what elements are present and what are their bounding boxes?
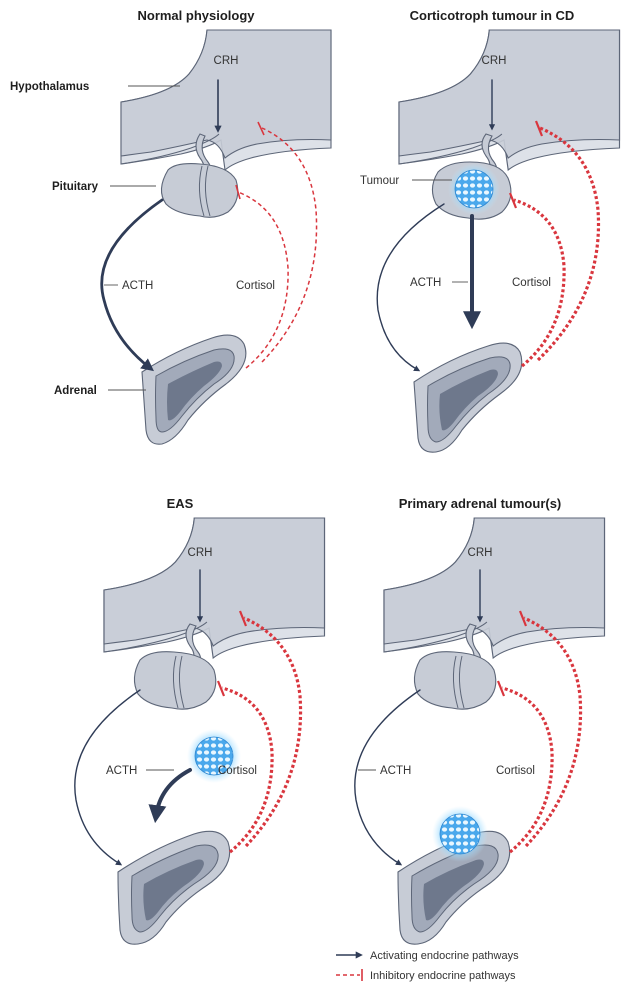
panel-normal-physiology: Normal physiology CRH ACTH Cortisol (10, 8, 331, 444)
acth-label: ACTH (106, 765, 137, 777)
hypothalamus-label: Hypothalamus (10, 81, 89, 93)
legend-activating: Activating endocrine pathways (336, 950, 519, 962)
acth-arrow-pituitary (75, 690, 140, 864)
pituitary-tumour (448, 163, 500, 215)
cortisol-label: Cortisol (496, 765, 535, 777)
legend: Activating endocrine pathways Inhibitory… (336, 950, 519, 982)
acth-arrow-ectopic (156, 770, 190, 816)
acth-arrow (355, 690, 420, 864)
panel-title: Corticotroph tumour in CD (410, 8, 575, 23)
adrenal-tumour (432, 806, 488, 862)
cortisol-inhibition-hypothalamus (524, 618, 581, 846)
acth-label: ACTH (410, 277, 441, 289)
panel-corticotroph-tumour: Corticotroph tumour in CD Tumour CRH ACT… (360, 8, 620, 452)
acth-label: ACTH (380, 765, 411, 777)
tumour-label: Tumour (360, 175, 399, 187)
hypothalamus (121, 30, 331, 170)
cortisol-label: Cortisol (512, 277, 551, 289)
cortisol-inhibition-hypothalamus (262, 128, 317, 362)
panel-eas: EAS CRH ACTH Cortisol (75, 496, 325, 944)
adrenal-gland (142, 335, 246, 444)
cortisol-label: Cortisol (236, 280, 275, 292)
cortisol-label: Cortisol (218, 765, 257, 777)
acth-label: ACTH (122, 280, 153, 292)
cortisol-inhibition-hypothalamus (244, 618, 301, 846)
panel-primary-adrenal-tumour: Primary adrenal tumour(s) CRH ACTH Corti… (355, 496, 605, 944)
panel-title: EAS (167, 496, 194, 511)
legend-activating-label: Activating endocrine pathways (370, 950, 519, 962)
legend-inhibitory: Inhibitory endocrine pathways (336, 969, 516, 982)
crh-label: CRH (214, 55, 239, 67)
adrenal-gland (414, 343, 522, 452)
crh-label: CRH (482, 55, 507, 67)
hypothalamus (104, 518, 325, 658)
panel-title: Primary adrenal tumour(s) (399, 496, 562, 511)
adrenal-label: Adrenal (54, 385, 97, 397)
hypothalamus (384, 518, 605, 658)
panel-title: Normal physiology (137, 8, 255, 23)
crh-label: CRH (188, 547, 213, 559)
pituitary-label: Pituitary (52, 181, 99, 193)
legend-inhibitory-label: Inhibitory endocrine pathways (370, 970, 516, 982)
hypothalamus (399, 30, 620, 170)
adrenal-gland (118, 831, 230, 944)
crh-label: CRH (468, 547, 493, 559)
cortisol-inhibition-hypothalamus (538, 128, 599, 360)
